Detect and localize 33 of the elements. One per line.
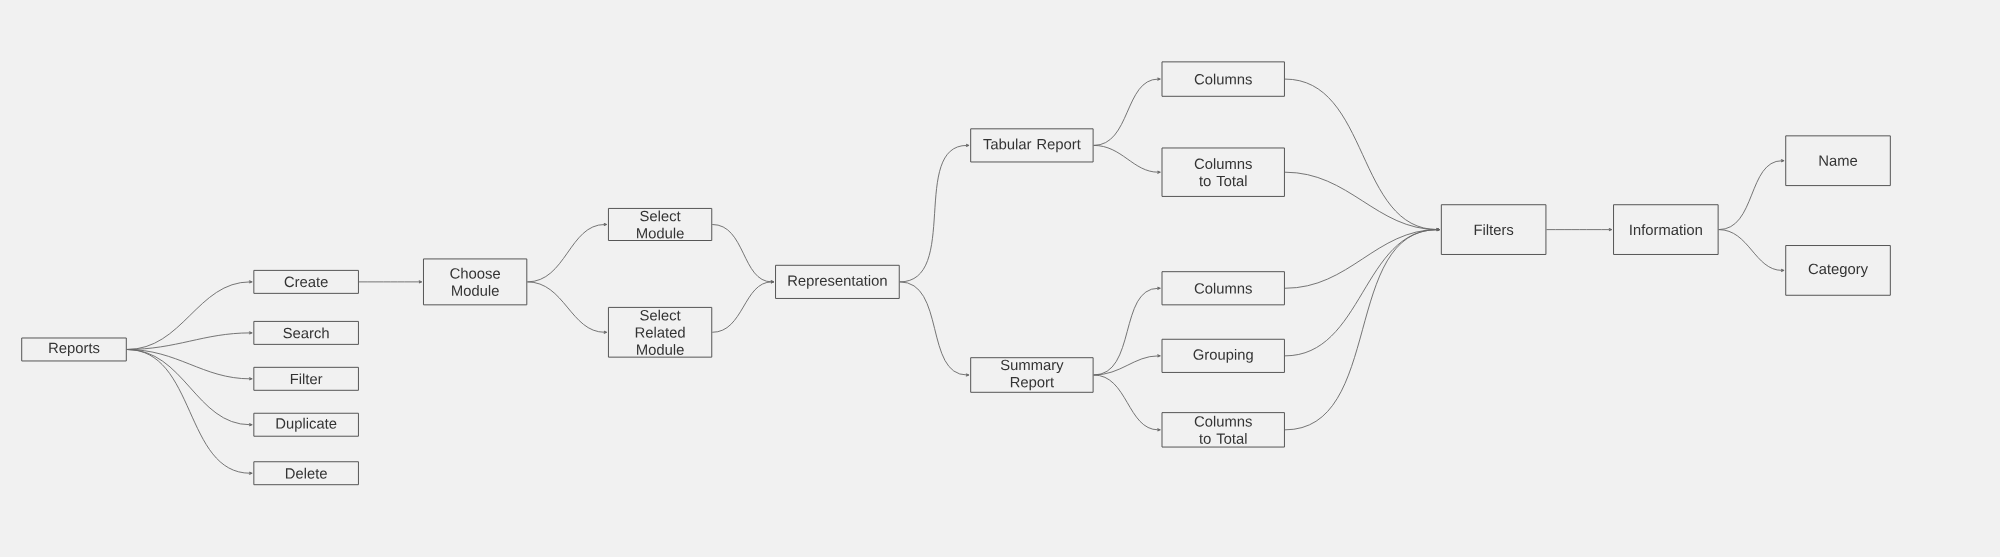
process-box: Duplicate [253,412,359,437]
process-box: Filter [253,366,359,391]
connector-arrow [1093,144,1161,174]
process-box: Columns [1161,271,1285,306]
process-box: Reports [21,337,127,362]
connector-arrow [1093,354,1161,376]
process-box: Create [253,269,359,294]
connector-arrow [711,280,775,333]
process-box: Representation [775,264,900,299]
process-box: Columns [1161,61,1285,97]
process-box: Name [1785,135,1891,186]
connector-arrow [1093,374,1161,432]
process-box: Choose Module [423,258,528,306]
connector-arrow [358,280,423,284]
connector-arrow [126,348,253,475]
process-box: Delete [253,461,359,485]
connector-arrow [1546,227,1613,232]
process-box: Columns to Total [1161,411,1285,448]
process-box: Select Related Module [607,306,713,358]
process-box: Category [1785,244,1891,296]
process-box: Summary Report [970,357,1094,393]
process-box: Filters [1440,204,1547,255]
connector-arrow [1284,227,1441,431]
connector-arrow [899,281,970,377]
connector-arrow [1093,77,1161,146]
process-box: Select Module [607,207,713,241]
connector-arrow [1718,228,1785,272]
connector-arrow [526,281,608,334]
process-box: Search [253,320,359,345]
process-box: Information [1613,204,1719,255]
process-box: Tabular Report [970,128,1094,163]
process-box: Columns to Total [1161,147,1285,197]
process-box: Grouping [1161,338,1285,373]
